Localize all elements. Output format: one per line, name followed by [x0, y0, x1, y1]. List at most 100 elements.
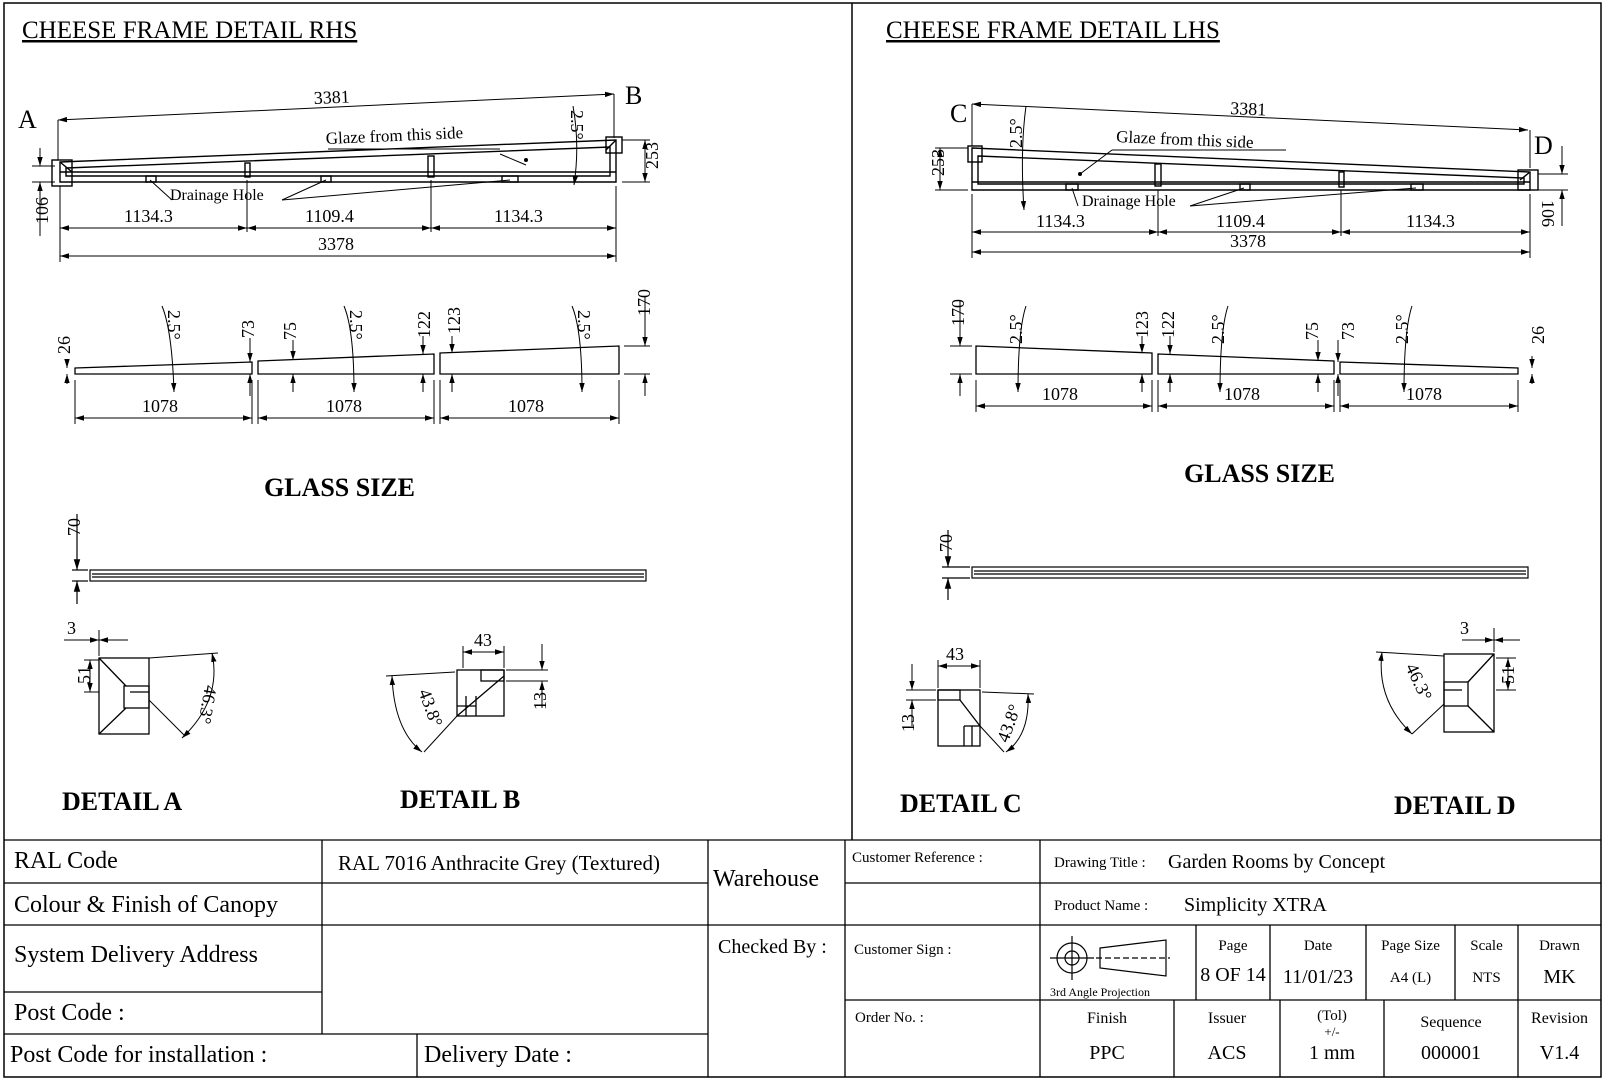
lhs-dimension-lines	[935, 101, 1568, 258]
drawing-title-label: Drawing Title :	[1054, 855, 1146, 871]
detail-d-angle: 46.3°	[1402, 660, 1436, 704]
finish-value: PPC	[1089, 1042, 1125, 1064]
detail-a-label: DETAIL A	[62, 787, 182, 816]
lhs-glass-h-122: 122	[1158, 311, 1178, 338]
detail-b: 43 13 43.8° DETAIL B	[385, 630, 550, 814]
rhs-glass-section: 26 73 75 122 123 170 2.5° 2.5° 2.5° 1078…	[54, 289, 654, 604]
page-value: 8 OF 14	[1200, 964, 1266, 986]
rhs-glass-angle-1: 2.5°	[164, 310, 184, 340]
lhs-dim-overall-top: 3381	[1230, 98, 1267, 120]
rhs-dimension-lines	[32, 91, 650, 262]
third-angle-projection-icon	[1050, 936, 1170, 980]
date-label: Date	[1303, 938, 1333, 954]
rhs-glass-dims	[64, 296, 650, 424]
lhs-dim-bay-2: 1109.4	[1216, 211, 1265, 231]
detail-c: 43 13 43.8° DETAIL C	[898, 644, 1035, 818]
rhs-dim-height-left: 106	[32, 197, 52, 224]
rhs-profile-bar	[72, 514, 647, 604]
detail-b-dim-13: 13	[530, 692, 550, 710]
lhs-glass-h-170: 170	[948, 299, 968, 326]
detail-d-dim-3: 3	[1460, 618, 1469, 638]
ral-code-label: RAL Code	[14, 848, 118, 874]
detail-d-dim-51: 51	[1498, 666, 1518, 684]
lhs-glass-width-2: 1078	[1224, 384, 1260, 404]
tol-value: 1 mm	[1308, 1042, 1356, 1064]
lhs-glass-panes	[975, 345, 1519, 375]
lhs-label-c: C	[950, 99, 967, 128]
detail-c-angle: 43.8°	[993, 702, 1025, 745]
rhs-glass-panes	[74, 345, 620, 375]
colour-finish-label: Colour & Finish of Canopy	[14, 892, 279, 918]
rhs-dim-overall-top: 3381	[313, 86, 350, 108]
rhs-glass-h-75: 75	[280, 322, 300, 340]
lhs-frame-section: CHEESE FRAME DETAIL LHS C D	[886, 17, 1568, 258]
product-name-value: Simplicity XTRA	[1184, 894, 1327, 916]
lhs-glass-h-73: 73	[1338, 322, 1358, 340]
detail-b-dim-43: 43	[474, 630, 492, 650]
drawn-label: Drawn	[1539, 938, 1580, 954]
lhs-profile-bar	[942, 530, 1529, 600]
rhs-glass-angle-3: 2.5°	[574, 310, 594, 340]
delivery-date-label: Delivery Date :	[424, 1042, 572, 1068]
page-label: Page	[1218, 938, 1248, 954]
drawn-value: MK	[1543, 966, 1576, 988]
scale-value: NTS	[1472, 970, 1501, 986]
lhs-dim-bay-3: 1134.3	[1406, 211, 1455, 231]
lhs-dim-height-left: 253	[928, 149, 948, 176]
checked-by-label: Checked By :	[718, 936, 827, 958]
rhs-profile-height: 70	[64, 518, 84, 536]
detail-a-angle: 46.3°	[195, 684, 221, 726]
rhs-glass-width-1: 1078	[142, 396, 178, 416]
post-code-label: Post Code :	[14, 1000, 125, 1026]
detail-c-dim-43: 43	[946, 644, 964, 664]
rhs-glass-h-123: 123	[444, 307, 464, 334]
lhs-label-d: D	[1534, 131, 1553, 160]
lhs-glass-heading: GLASS SIZE	[1184, 459, 1335, 488]
product-name-label: Product Name :	[1054, 898, 1149, 914]
lhs-frame-outline	[967, 145, 1539, 191]
lhs-profile-height: 70	[936, 534, 956, 552]
sheet-frame	[3, 2, 1602, 1078]
rhs-glass-width-3: 1078	[508, 396, 544, 416]
rhs-label-b: B	[625, 81, 642, 110]
rhs-frame-section: CHEESE FRAME DETAIL RHS A B	[18, 17, 662, 262]
detail-c-label: DETAIL C	[900, 789, 1022, 818]
page-size-label: Page Size	[1381, 938, 1440, 954]
lhs-glass-angle-2: 2.5°	[1208, 314, 1228, 344]
rhs-glass-width-2: 1078	[326, 396, 362, 416]
lhs-title: CHEESE FRAME DETAIL LHS	[886, 17, 1220, 44]
issuer-label: Issuer	[1207, 1010, 1247, 1027]
detail-a: 3 51 46.3° DETAIL A	[62, 618, 221, 816]
customer-reference-label: Customer Reference :	[852, 850, 983, 866]
detail-d-label: DETAIL D	[1394, 791, 1516, 820]
scale-label: Scale	[1470, 938, 1503, 954]
lhs-glaze-note: Glaze from this side	[1116, 127, 1254, 152]
lhs-glass-width-3: 1078	[1406, 384, 1442, 404]
rhs-dim-bay-1: 1134.3	[124, 206, 173, 226]
rhs-title: CHEESE FRAME DETAIL RHS	[22, 17, 357, 44]
post-code-install-label: Post Code for installation :	[10, 1042, 268, 1068]
page-size-value: A4 (L)	[1389, 970, 1432, 986]
lhs-glass-h-26: 26	[1528, 326, 1548, 344]
lhs-drainage-note: Drainage Hole	[1082, 193, 1176, 210]
customer-sign-label: Customer Sign :	[854, 942, 952, 958]
rhs-label-a: A	[18, 105, 37, 134]
sequence-label: Sequence	[1420, 1014, 1482, 1031]
date-value: 11/01/23	[1282, 966, 1354, 988]
detail-a-dim-3: 3	[67, 618, 76, 638]
lhs-dim-overall-bottom: 3378	[1230, 231, 1266, 251]
rhs-glass-h-170: 170	[634, 289, 654, 316]
lhs-glass-section: 170 123 122 75 73 26 2.5° 2.5° 2.5° 1078…	[936, 299, 1548, 600]
rhs-glass-heading: GLASS SIZE	[264, 473, 415, 502]
issuer-value: ACS	[1207, 1042, 1247, 1064]
lhs-glass-angle-1: 2.5°	[1006, 314, 1026, 344]
rhs-dim-bay-3: 1134.3	[494, 206, 543, 226]
detail-b-label: DETAIL B	[400, 785, 520, 814]
rhs-glass-h-26: 26	[54, 336, 74, 354]
drawing-title-value: Garden Rooms by Concept	[1168, 851, 1386, 873]
finish-label: Finish	[1086, 1010, 1127, 1027]
rhs-glass-angle-2: 2.5°	[346, 310, 366, 340]
lhs-glass-angle-3: 2.5°	[1392, 314, 1412, 344]
revision-value: V1.4	[1539, 1042, 1580, 1064]
